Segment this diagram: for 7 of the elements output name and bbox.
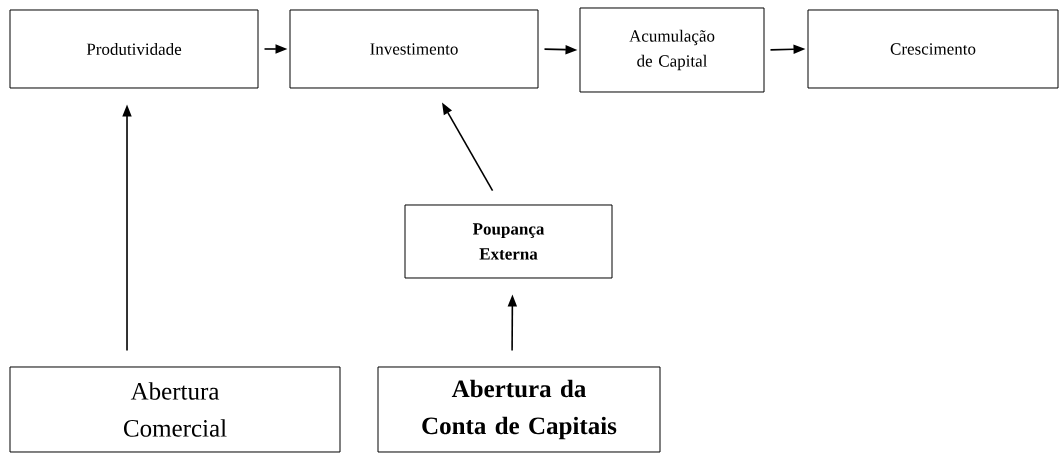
process-box: Investimento xyxy=(289,9,539,89)
process-box: Crescimento xyxy=(807,9,1059,89)
process-box: Abertura da Conta de Capitais xyxy=(377,366,661,453)
process-box: Produtividade xyxy=(9,9,259,89)
process-box: Acumulação de Capital xyxy=(579,7,765,93)
process-box: Abertura Comercial xyxy=(9,366,341,453)
process-box: Poupança Externa xyxy=(404,204,613,279)
